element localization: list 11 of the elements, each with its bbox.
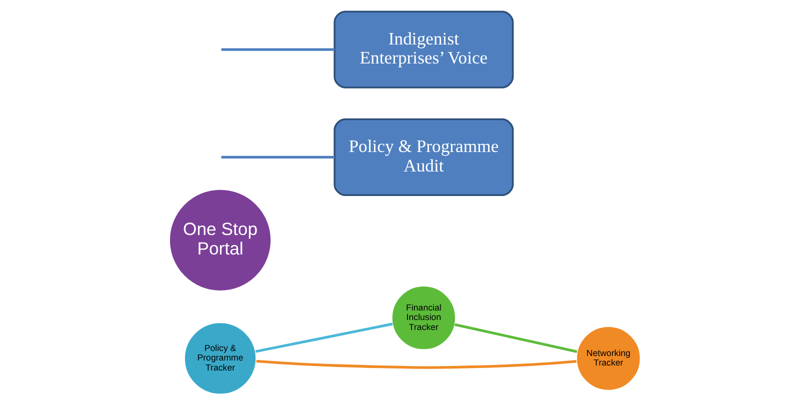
node-circle: Financial Inclusion Tracker [392, 286, 456, 350]
node-circle: One Stop Portal [169, 188, 272, 292]
connector [255, 322, 393, 353]
connector [454, 323, 578, 353]
node-box: Policy & Programme Audit [334, 118, 514, 196]
connector [221, 48, 334, 51]
node-circle: Policy & Programme Tracker [184, 322, 256, 395]
node-box: Indigenist Enterprises’ Voice [334, 10, 514, 88]
node-circle: Networking Tracker [576, 326, 641, 391]
connector [221, 156, 334, 159]
connector [256, 360, 577, 369]
